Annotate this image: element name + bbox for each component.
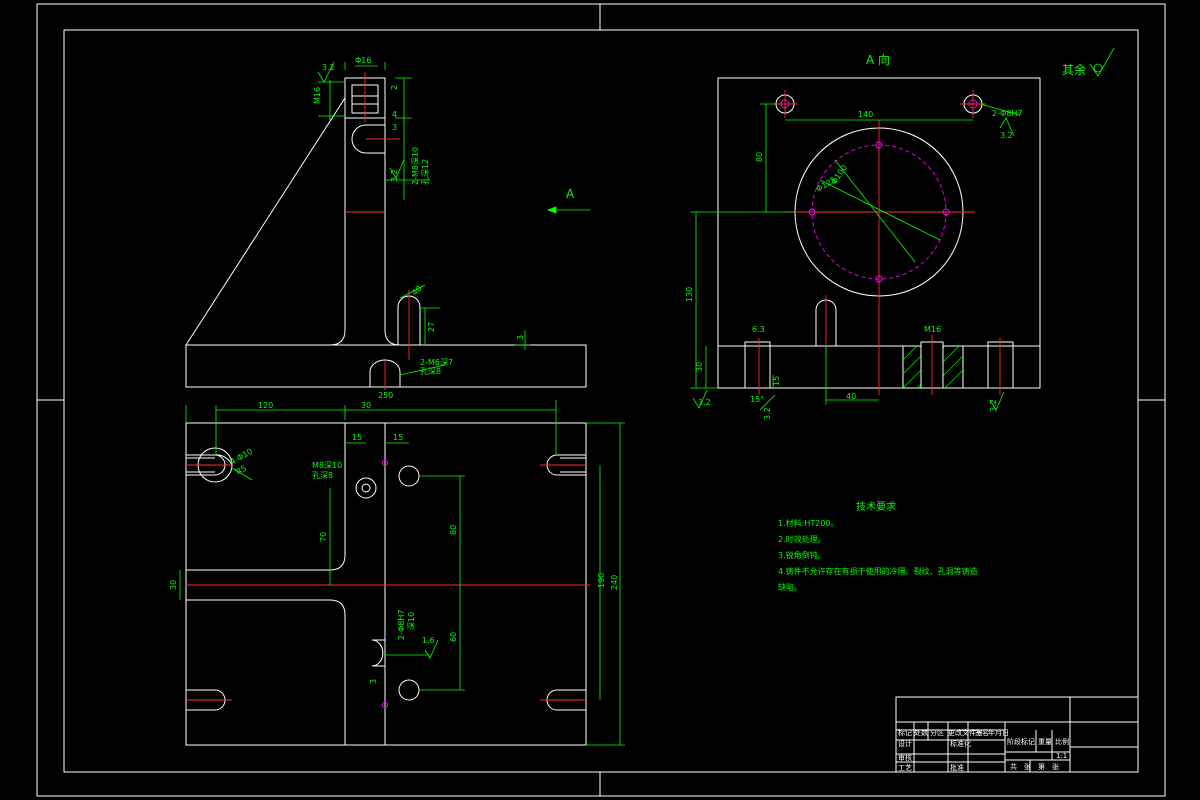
ra-bottom-label: 3.2 [763,407,772,420]
d3b-label: 3 [516,335,525,340]
ra-top-label: 3.2 [322,63,335,72]
tb-row2-1: 设计 [898,739,912,748]
tech-req-title: 技术要求 [856,500,896,513]
d140-label: 140 [858,110,873,119]
m8-note-2: 孔深8 [312,471,333,480]
hole-note-1: 2-M8深10 [411,147,420,185]
d27-label: 27 [427,322,436,332]
tb-row1-4: 更改文件号 [948,728,983,737]
d3-label: 3 [392,123,397,132]
d4-label: 4 [392,110,397,119]
tb-sheet-1: 共 [1010,762,1017,771]
a-view [690,77,1041,411]
tb-row1-3: 分区 [930,728,944,737]
ra-left-label: 3.2 [698,398,711,407]
title-block [895,696,1139,773]
ra-63-label: 6.3 [752,325,765,334]
m8-note-1: M8深10 [312,461,342,470]
tech-req-item-3: 3.锐角倒钝。 [778,550,826,560]
ra-hole-label: 3.2 [390,169,399,182]
tb-row4-3: 批准 [950,763,964,772]
ra-pin-label: 1.6 [422,636,435,645]
phi16-label: Φ16 [355,56,371,65]
hole-note-2: 孔深12 [421,159,430,185]
tb-row1-5: 签名 [975,728,989,737]
d15-a-label: 15 [772,376,781,386]
d30b-label: 30 [169,580,178,590]
slot-note-1: 2-M6深7 [420,358,453,367]
slot-note-2: 孔深8 [420,367,441,376]
tb-row4-1: 工艺 [898,764,912,772]
tb-stage-1: 阶段标记 [1007,737,1035,746]
plan-view [179,400,625,746]
slot-phi-label: 4-Φ10 [229,447,255,467]
tb-scale: 1:1 [1056,752,1067,760]
tb-row1-2: 处数 [914,728,928,737]
a-hole-note: 2-Φ8H7 [992,109,1022,118]
tb-row3-1: 审核 [898,753,912,762]
d30-a-label: 30 [695,362,704,372]
a-ra-hole: 3.2 [1000,131,1013,140]
m16-a-label: M16 [924,325,941,334]
surface-finish-symbol [1089,47,1115,77]
tb-sheet-2: 张 [1024,762,1031,771]
pin-note-1: 2-Φ8H7 [397,610,406,640]
pin-note-2: 深10 [407,612,416,630]
tech-req-item-5: 缺陷。 [778,582,802,592]
d2-label: 2 [390,85,399,90]
tech-req-item-2: 2.时效处理。 [778,534,826,544]
tb-sheet-4: 张 [1052,762,1059,771]
d15b-a-label: 15° [750,395,764,404]
tech-req-item-1: 1.材料:HT200。 [778,518,839,528]
section-arrow [546,206,590,214]
d60-label: 60 [449,632,458,642]
d40-label: 40 [410,284,424,298]
d30-label: 30 [361,401,371,410]
tb-sheet-3: 第 [1038,762,1045,771]
section-arrow-label: A [566,187,575,201]
d15b-label: 15 [393,433,403,442]
tb-row2-3: 标准化 [950,739,971,748]
d15-label: 15 [352,433,362,442]
surface-note: 其余 [1062,62,1086,77]
tech-req-item-4: 4.铸件不允许存在有损于使用的冷隔、裂纹、孔洞等铸造 [778,566,978,576]
sheet-border [36,3,1166,797]
d130-label: 130 [685,287,694,302]
d190-label: 190 [597,573,606,588]
ra-right-label: 3.2 [989,399,998,412]
front-view [185,61,587,390]
m16-label: M16 [313,87,322,104]
d80-label: 80 [449,525,458,535]
d40-a-label: 40 [846,392,856,401]
d3-plan-label: 3 [369,679,378,684]
surface-finish-circle [1093,63,1103,73]
d120-label: 120 [258,401,273,410]
d80-a-label: 80 [755,152,764,162]
tb-row1-1: 标记 [898,728,912,737]
d240-label: 240 [610,575,619,590]
tb-stage-2: 重量 [1038,738,1052,746]
d70-label: 70 [319,532,328,542]
slot-r-label: R5 [235,464,249,477]
tb-row1-6: 年月日 [988,728,1009,737]
a-view-label: A 向 [866,52,890,67]
tb-stage-3: 比例 [1055,737,1069,746]
d250-label: 250 [378,391,393,400]
